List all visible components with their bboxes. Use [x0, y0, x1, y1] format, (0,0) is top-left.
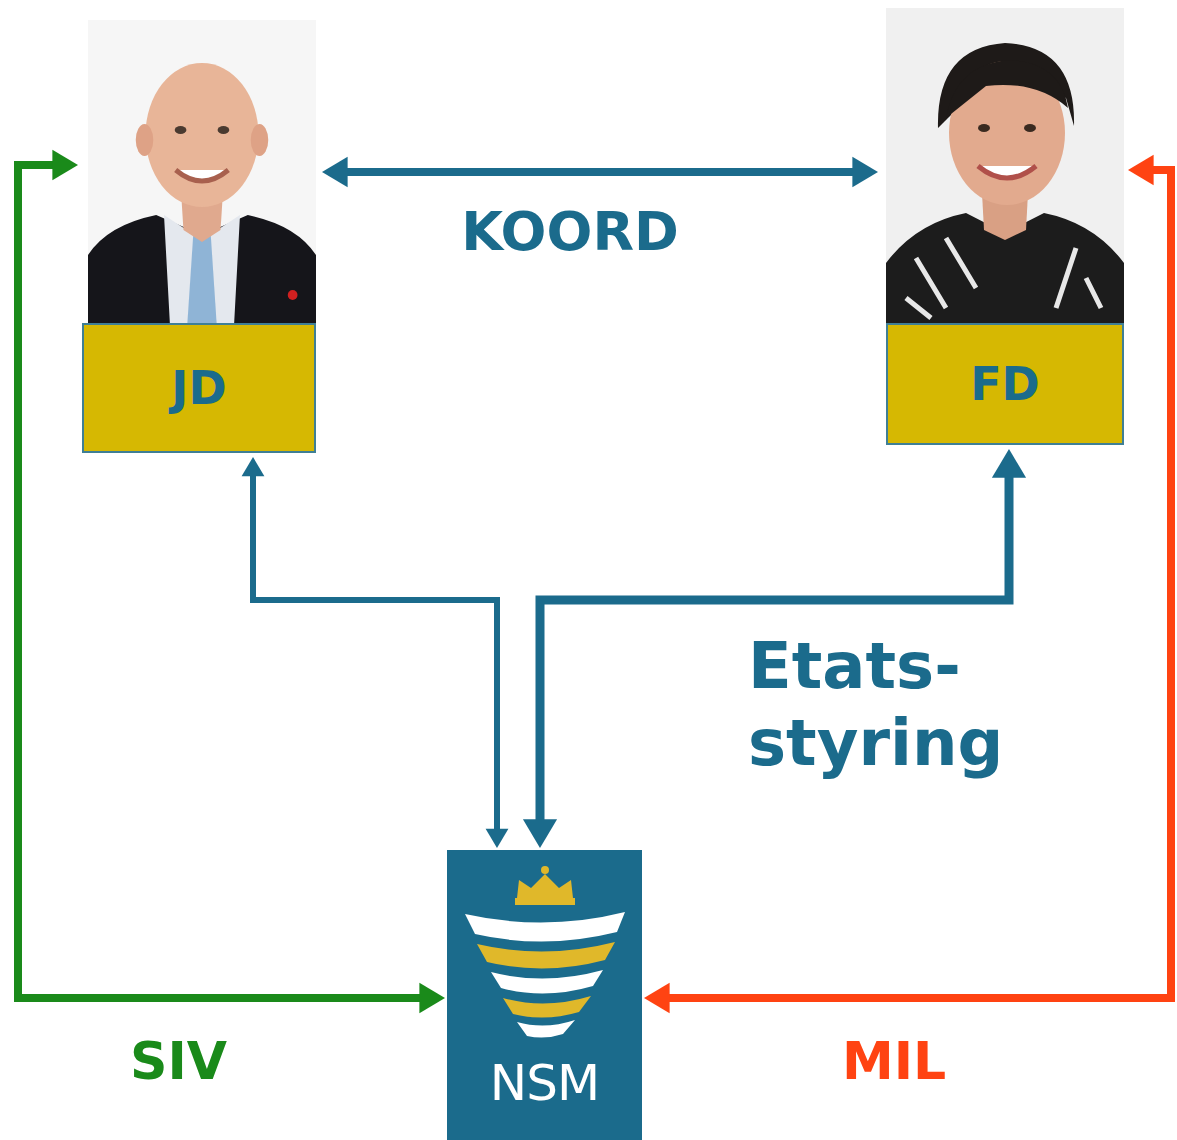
arrow-head [992, 449, 1026, 478]
ministry-label-band: FD [886, 323, 1124, 445]
arrow-head [644, 983, 670, 1013]
arrow-head [242, 457, 265, 476]
portrait-photo [88, 20, 316, 323]
connector-line [344, 168, 856, 176]
connector-line [18, 165, 423, 998]
arrow-head [852, 157, 878, 187]
civil-label: SIV [130, 1030, 270, 1092]
ministry-abbreviation: JD [171, 361, 226, 415]
connector-line [253, 473, 497, 831]
ministry-label-band: JD [82, 323, 316, 453]
agency-name: NSM [490, 1054, 599, 1112]
arrow-head [1128, 155, 1154, 185]
ministry-box: FD [886, 8, 1124, 445]
arrow-head [322, 157, 348, 187]
connector [322, 157, 878, 187]
arrow-head [419, 983, 445, 1013]
governance-label: Etats-styring [748, 628, 1048, 782]
agency-box: NSM [447, 850, 642, 1140]
arrow-head [486, 829, 509, 848]
connector [18, 150, 445, 1013]
arrow-head [52, 150, 78, 180]
portrait-photo [886, 8, 1124, 323]
coordination-label: KOORD [440, 200, 700, 265]
arrow-head [523, 819, 557, 848]
ministry-abbreviation: FD [970, 357, 1040, 411]
connector [242, 457, 509, 848]
logo-text-area: NSM [447, 1054, 642, 1112]
connector [644, 155, 1171, 1013]
military-label: MIL [842, 1030, 1002, 1092]
connector-line [666, 170, 1171, 998]
ministry-box: JD [82, 20, 316, 453]
